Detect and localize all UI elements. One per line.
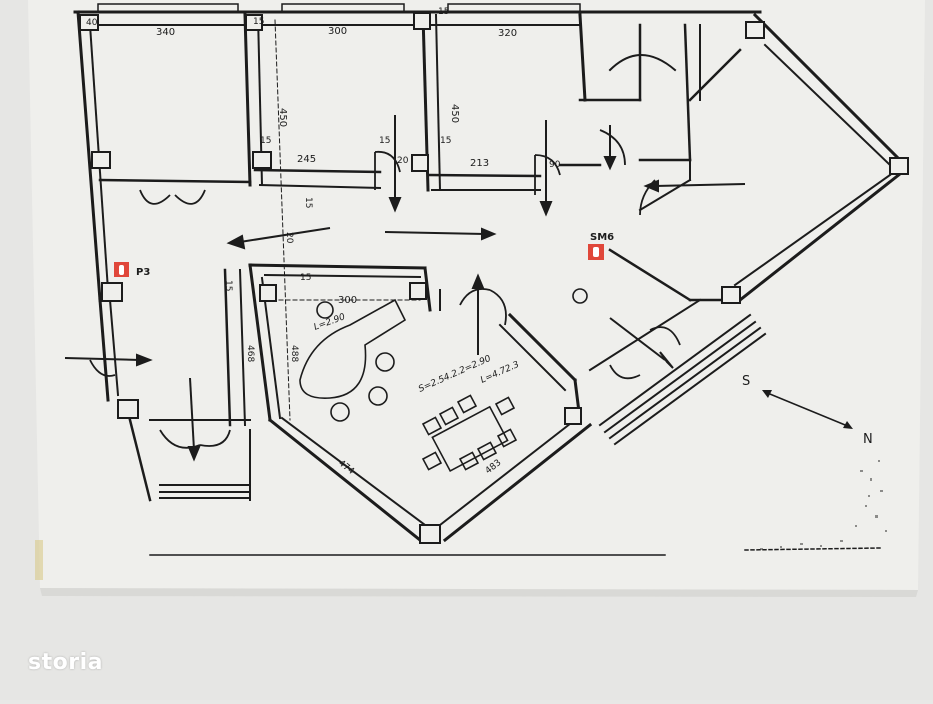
dim-label: 450 (449, 104, 460, 123)
dim-label: 450 (277, 108, 288, 127)
dim-label: 15 (223, 280, 233, 291)
dim-label: 300 (338, 295, 357, 306)
dim-label: 213 (470, 158, 489, 169)
columns (79, 12, 909, 544)
extinguisher-label: SM6 (590, 232, 614, 243)
tape (35, 540, 43, 580)
dim-label: 468 (245, 345, 255, 362)
dim-label: 245 (297, 154, 316, 165)
dim-label: 40 (86, 18, 98, 28)
dim-label: 15 (260, 136, 271, 146)
furniture (299, 288, 588, 472)
dim-label: 15 (438, 7, 449, 17)
dim-label: 320 (498, 28, 517, 39)
storia-watermark: storia (28, 650, 103, 675)
dim-label: 300 (328, 26, 347, 37)
extinguisher-p3: P3 (114, 262, 150, 278)
dim-label: 340 (156, 27, 175, 38)
print-noise (760, 460, 887, 550)
dim-label: 20 (284, 232, 294, 244)
dim-label: 20 (397, 156, 409, 166)
dim-label: 90 (549, 160, 561, 170)
extinguisher-sm6: SM6 (588, 232, 614, 260)
paper-edge (40, 588, 918, 597)
dim-label: 15 (379, 136, 390, 146)
compass-south: S (742, 374, 750, 389)
dim-label: 15 (440, 136, 451, 146)
flow-arrows (64, 115, 746, 462)
compass-arrow-icon (764, 391, 851, 428)
dim-label: 15 (253, 17, 264, 27)
dim-label: 15 (303, 197, 313, 208)
compass-north: N (863, 432, 873, 447)
extinguisher-label: P3 (136, 267, 150, 278)
doors (89, 129, 681, 449)
dim-label: 488 (289, 345, 299, 362)
paper-sheet (28, 0, 925, 590)
compass: S N (742, 374, 873, 447)
dim-label: 15 (300, 273, 311, 283)
